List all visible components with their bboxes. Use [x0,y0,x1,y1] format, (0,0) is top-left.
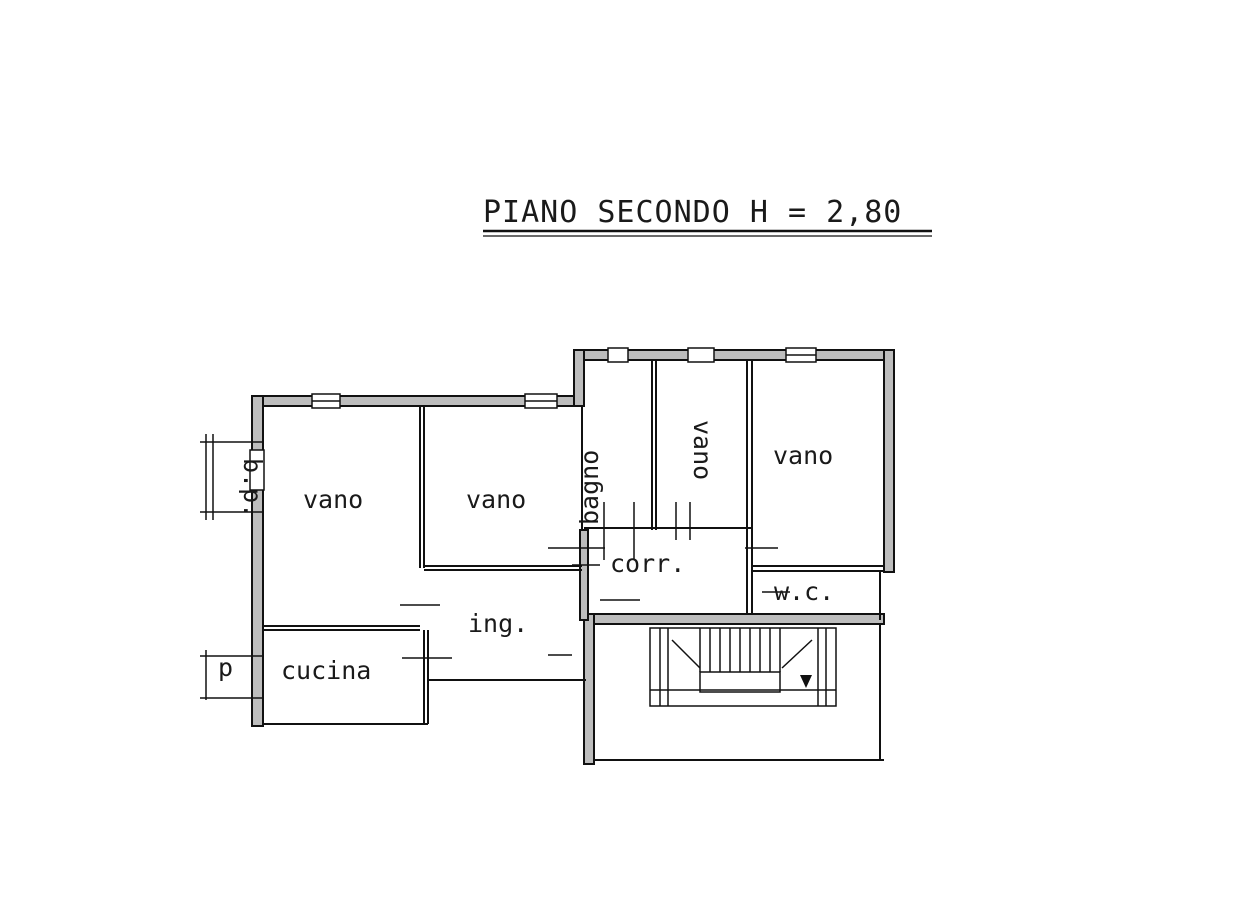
room-label-vano-2: vano [466,485,526,514]
outer-walls [251,349,895,765]
room-label-bagno: bagno [575,450,604,525]
room-label-vano-1: vano [303,485,363,514]
room-label-wc: w.c. [774,577,834,606]
room-label-vano-4: vano [773,441,833,470]
left-balcony [200,434,262,700]
room-label-vano-3: vano [688,420,717,480]
room-label-cucina: cucina [281,656,371,685]
balcony-p-label: p [218,653,233,682]
room-label-ing: ing. [468,609,528,638]
room-label-corr: corr. [610,549,685,578]
windows [249,347,817,491]
balcony-label: b.p. [238,458,267,518]
interior-walls [263,360,884,761]
door-marks [400,502,790,659]
staircase [649,627,837,707]
plan-title: PIANO SECONDO H = 2,80 [483,195,902,230]
